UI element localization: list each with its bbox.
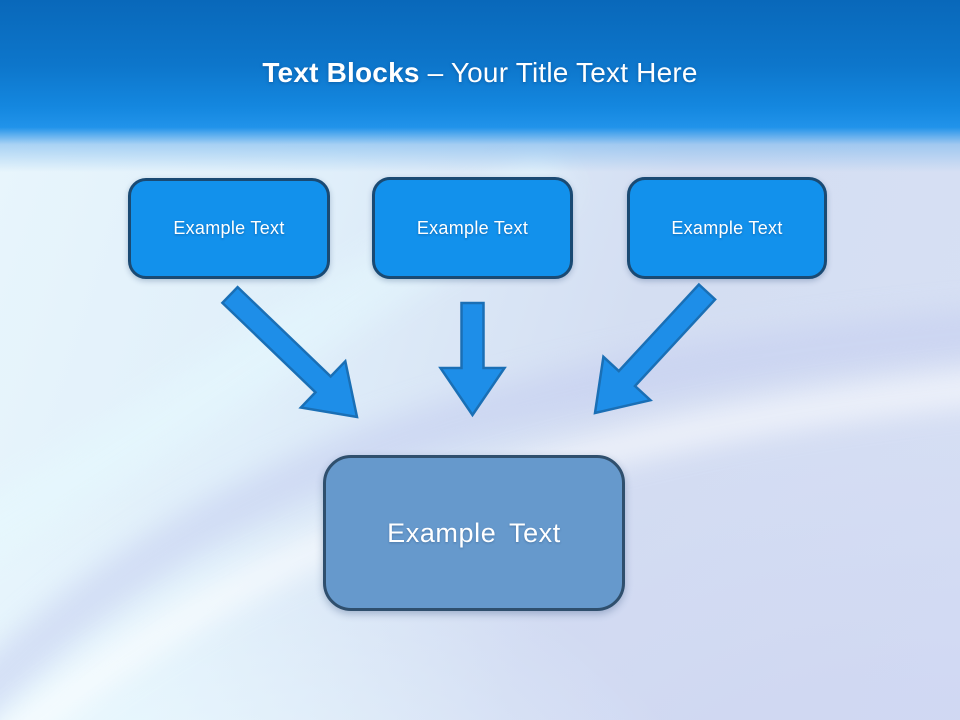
- summary-block-label: Example Text: [387, 517, 561, 548]
- header-band: [0, 0, 960, 172]
- title-bold-segment: Text Blocks: [262, 57, 420, 88]
- text-block-2-label: Example Text: [416, 217, 529, 238]
- text-block-1-label: Example Text: [173, 218, 285, 238]
- text-block-2: Example Text: [372, 177, 573, 279]
- text-block-3-label: Example Text: [671, 217, 783, 238]
- text-block-3: Example Text: [627, 177, 827, 279]
- text-block-1: Example Text: [128, 178, 330, 279]
- arrow-down-icon: [438, 301, 507, 418]
- page-title: Text Blocks – Your Title Text Here: [0, 55, 960, 91]
- title-regular-segment: Your Title Text Here: [450, 57, 698, 88]
- arrow-diagonal-down-left-icon: [593, 282, 717, 415]
- title-separator: –: [419, 57, 451, 88]
- arrow-diagonal-down-right-icon: [220, 285, 359, 419]
- summary-block: Example Text: [323, 455, 625, 611]
